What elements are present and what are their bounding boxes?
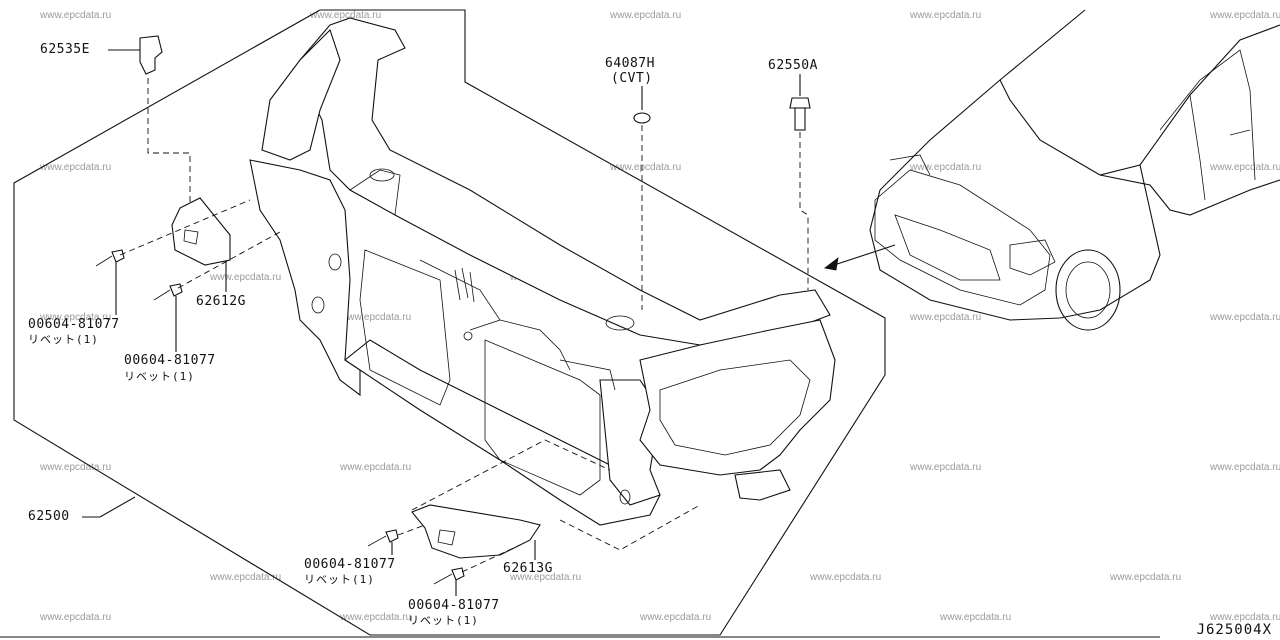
label-rivet-4-note: リベット(1) [408, 614, 479, 627]
label-rivet-3: 00604-81077 [304, 557, 396, 572]
watermark: www.epcdata.ru [910, 10, 982, 21]
watermark: www.epcdata.ru [940, 612, 1012, 623]
label-64087H-note: (CVT) [611, 71, 653, 86]
watermark: www.epcdata.ru [910, 312, 982, 323]
vehicle-illustration [824, 9, 1280, 331]
watermark: www.epcdata.ru [210, 272, 282, 283]
label-62612G: 62612G [196, 294, 246, 309]
label-rivet-1: 00604-81077 [28, 317, 120, 332]
watermark: www.epcdata.ru [1210, 612, 1280, 623]
watermark: www.epcdata.ru [910, 162, 982, 173]
label-rivet-2: 00604-81077 [124, 353, 216, 368]
watermark: www.epcdata.ru [310, 10, 382, 21]
watermark: www.epcdata.ru [40, 10, 112, 21]
watermark: www.epcdata.ru [610, 162, 682, 173]
watermark: www.epcdata.ru [40, 312, 112, 323]
label-62535E: 62535E [40, 42, 90, 57]
label-rivet-2-note: リベット(1) [124, 370, 195, 383]
watermark: www.epcdata.ru [640, 612, 712, 623]
bolt-62550A [789, 97, 811, 131]
watermark: www.epcdata.ru [810, 572, 882, 583]
watermark: www.epcdata.ru [210, 572, 282, 583]
watermark: www.epcdata.ru [40, 162, 112, 173]
watermark: www.epcdata.ru [1110, 572, 1182, 583]
diagram-code: J625004X [1196, 622, 1272, 638]
label-rivet-1-note: リベット(1) [28, 333, 99, 346]
label-62613G: 62613G [503, 561, 553, 576]
watermark: www.epcdata.ru [610, 10, 682, 21]
bracket-62613G [411, 504, 541, 559]
watermark: www.epcdata.ru [340, 612, 412, 623]
watermark: www.epcdata.ru [40, 612, 112, 623]
label-rivet-3-note: リベット(1) [304, 573, 375, 586]
watermark: www.epcdata.ru [40, 462, 112, 473]
watermark: www.epcdata.ru [1210, 462, 1280, 473]
watermark: www.epcdata.ru [340, 312, 412, 323]
watermark: www.epcdata.ru [910, 462, 982, 473]
watermark: www.epcdata.ru [1210, 312, 1280, 323]
radiator-core-support [249, 17, 836, 526]
label-62500: 62500 [28, 509, 70, 524]
bracket-62612G [171, 197, 231, 266]
watermark: www.epcdata.ru [1210, 162, 1280, 173]
rivet-icon [95, 249, 465, 585]
watermark: www.epcdata.ru [510, 572, 582, 583]
clip-62535E [139, 35, 163, 75]
label-64087H: 64087H [605, 56, 655, 71]
watermark: www.epcdata.ru [340, 462, 412, 473]
label-rivet-4: 00604-81077 [408, 598, 500, 613]
assembly-boundary [13, 9, 886, 636]
grommet-64087H [633, 112, 651, 124]
watermark: www.epcdata.ru [1210, 10, 1280, 21]
label-62550A: 62550A [768, 58, 818, 73]
